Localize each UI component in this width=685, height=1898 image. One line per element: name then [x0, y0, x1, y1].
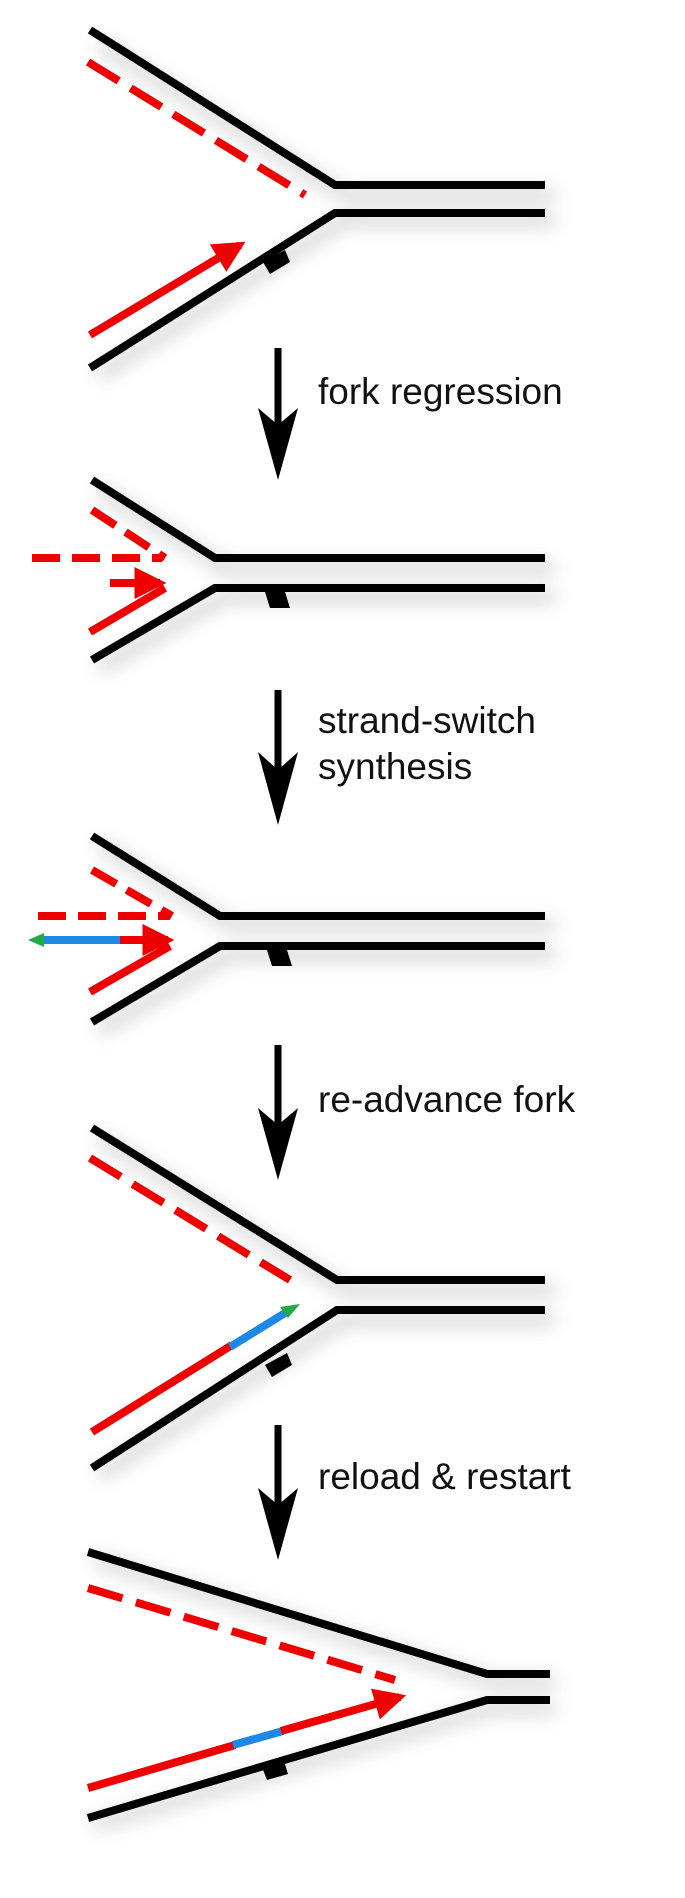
fork-panel-4	[87, 1124, 555, 1480]
transition-arrow-4	[258, 1425, 298, 1560]
fork-2-bottom-parental-strand	[89, 584, 545, 664]
fork-1-lesion-marker	[263, 250, 290, 274]
fork-4-lesion-marker	[265, 1353, 292, 1377]
fork-1-top-parental-strand	[87, 26, 545, 189]
fork-2-shadow	[97, 485, 555, 673]
fork-panel-2	[32, 476, 555, 673]
transition-arrow-3	[258, 1045, 298, 1180]
fork-2-leading-nascent-strand	[87, 584, 168, 636]
fork-4-top-parental-strand	[89, 1124, 545, 1284]
fork-3-bottom-parental-strand	[89, 942, 545, 1026]
fork-1-bottom-parental-strand	[87, 209, 545, 372]
fork-1-shadow	[97, 40, 555, 380]
fork-2-top-parental-strand	[89, 476, 545, 562]
fork-3-lesion-marker	[267, 950, 292, 966]
fork-3-regressed-lagging-strand	[90, 866, 174, 920]
fork-3-strand-tip-marker	[28, 933, 44, 947]
fork-5-bottom-parental-strand	[86, 1696, 550, 1822]
transition-arrow-1	[258, 348, 298, 480]
fork-5-top-parental-strand	[86, 1548, 550, 1678]
fork-4-strand-tip-marker	[280, 1304, 300, 1318]
transition-arrow-2	[258, 690, 298, 825]
fork-4-switch-synthesis-segment	[227, 1309, 288, 1351]
fork-panel-3	[28, 832, 555, 1035]
fork-5-shadow	[93, 1555, 555, 1830]
fork-5-leading-nascent-strand-distal	[279, 1688, 407, 1735]
fork-5-lesion-marker	[262, 1761, 288, 1780]
step-label-re-advance-fork: re-advance fork	[318, 1079, 576, 1120]
step-label-reload-restart: reload & restart	[318, 1456, 572, 1497]
fork-5-lagging-nascent-strand	[86, 1584, 397, 1684]
fork-4-bottom-parental-strand	[89, 1306, 545, 1472]
fork-panel-5	[86, 1548, 555, 1830]
fork-panel-1	[85, 26, 555, 380]
fork-5-switch-synthesis-segment	[231, 1727, 285, 1749]
fork-3-leading-nascent-strand	[88, 942, 172, 996]
fork-5-leading-nascent-strand-proximal	[86, 1741, 237, 1792]
fork-4-lagging-nascent-strand	[87, 1154, 293, 1284]
fork-2-lesion-marker	[265, 592, 290, 608]
fork-4-leading-nascent-strand	[89, 1341, 235, 1436]
step-label-fork-regression: fork regression	[318, 371, 563, 412]
fork-1-lagging-nascent-strand	[85, 58, 308, 199]
fork-3-shadow	[97, 840, 555, 1035]
fork-2-regressed-lagging-strand	[89, 506, 168, 562]
fork-1-leading-nascent-strand	[87, 241, 246, 339]
fork-4-shadow	[97, 1133, 555, 1480]
fork-3-top-parental-strand	[89, 832, 545, 920]
step-label-strand-switch-synthesis: strand-switch synthesis	[318, 700, 546, 787]
